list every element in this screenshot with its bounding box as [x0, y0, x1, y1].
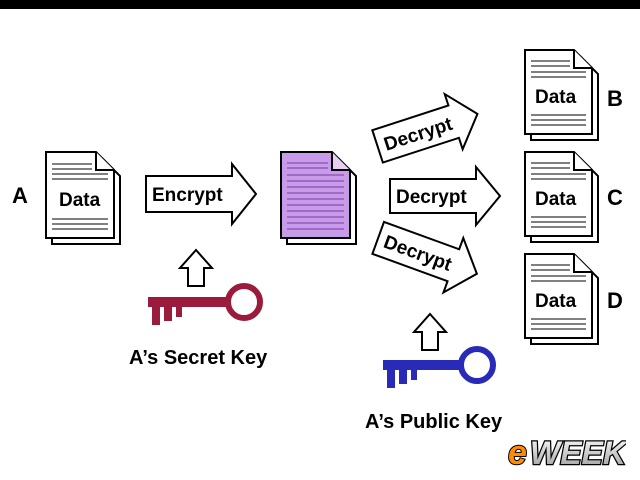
decrypt-arrow-bottom: Decrypt [371, 220, 479, 295]
public-key-icon [383, 346, 496, 388]
recipient-d-label: D [607, 288, 623, 313]
secret-key-caption: A’s Secret Key [129, 347, 268, 369]
source-document-text: Data [59, 190, 101, 211]
decrypt-arrow-top: Decrypt [371, 91, 479, 164]
output-b-text: Data [535, 87, 577, 108]
svg-text:WEEK: WEEK [530, 435, 626, 471]
output-document-c: Data [524, 151, 599, 243]
encrypt-arrow-label: Encrypt [152, 185, 223, 206]
decrypt-arrow-middle: Decrypt [389, 164, 502, 228]
output-document-b: Data [524, 49, 599, 141]
encrypted-document [280, 151, 357, 245]
eweek-logo: e WEEK [507, 433, 626, 472]
secret-key-up-arrow [177, 248, 215, 287]
secret-key-icon [148, 283, 263, 325]
sender-label: A [12, 183, 28, 208]
top-border-bar [0, 0, 640, 9]
recipient-b-label: B [607, 86, 623, 111]
source-document: Data [45, 151, 121, 245]
svg-text:e: e [508, 434, 527, 472]
public-key-caption: A’s Public Key [365, 411, 503, 433]
output-c-text: Data [535, 189, 577, 210]
output-d-text: Data [535, 291, 577, 312]
decrypt-middle-label: Decrypt [396, 187, 467, 208]
recipient-c-label: C [607, 185, 623, 210]
output-document-d: Data [524, 253, 599, 345]
encrypt-arrow: Encrypt [145, 161, 258, 227]
public-key-up-arrow [411, 312, 449, 351]
